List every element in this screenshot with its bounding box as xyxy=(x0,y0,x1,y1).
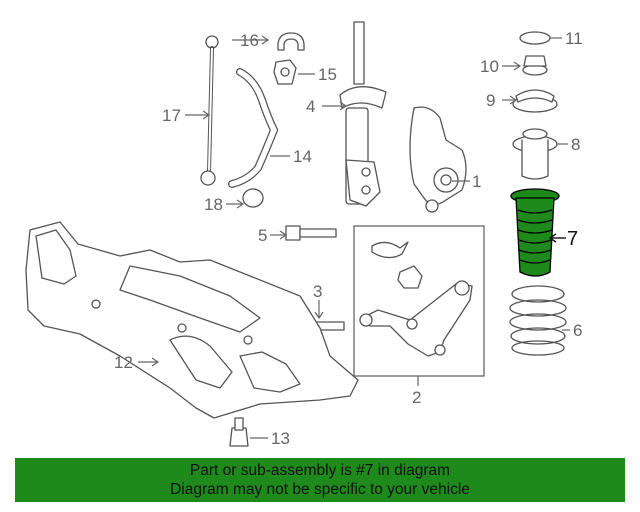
knuckle-part xyxy=(409,106,467,213)
info-banner-line-2: Diagram may not be specific to your vehi… xyxy=(170,481,470,498)
callout-7: 7 xyxy=(567,228,578,250)
stabilizer-link-part xyxy=(200,35,219,186)
callout-1: 1 xyxy=(472,172,481,191)
callout-5: 5 xyxy=(258,226,267,245)
control-arm-group xyxy=(353,225,485,377)
crossmember-part xyxy=(25,221,359,419)
callout-9: 9 xyxy=(486,91,495,110)
callout-3: 3 xyxy=(313,282,322,301)
callout-8: 8 xyxy=(571,135,580,154)
dust-boot-part-7 xyxy=(510,188,560,277)
callout-2: 2 xyxy=(412,388,421,407)
callout-16: 16 xyxy=(240,31,259,50)
mount-part xyxy=(512,89,558,113)
cap-part xyxy=(519,31,551,45)
small-bushing-part xyxy=(242,188,264,208)
callout-4: 4 xyxy=(306,97,315,116)
callout-15: 15 xyxy=(318,65,337,84)
callout-18: 18 xyxy=(204,195,223,214)
stabilizer-bar-part xyxy=(228,68,279,188)
bolt-part-5 xyxy=(285,225,337,241)
info-banner-line-1: Part or sub-assembly is #7 in diagram xyxy=(189,462,451,479)
info-banner: Part or sub-assembly is #7 in diagram Di… xyxy=(15,458,625,502)
callout-12: 12 xyxy=(114,353,133,372)
callout-17: 17 xyxy=(162,106,181,125)
insulator-part xyxy=(512,128,558,180)
bracket-part xyxy=(277,32,305,51)
nut-part xyxy=(522,55,548,76)
coil-spring-part xyxy=(509,285,567,356)
callout-14: 14 xyxy=(293,147,312,166)
bushing-part xyxy=(273,59,297,85)
callout-13: 13 xyxy=(271,429,290,448)
strut-part xyxy=(339,21,387,207)
leader-lines xyxy=(138,35,570,439)
callout-11: 11 xyxy=(565,29,583,48)
bolt-part-13 xyxy=(229,417,249,447)
parts-diagram: 1 2 3 4 5 6 7 8 9 10 11 12 13 14 15 16 1… xyxy=(25,21,583,448)
callout-10: 10 xyxy=(480,57,499,76)
callout-6: 6 xyxy=(573,321,582,340)
